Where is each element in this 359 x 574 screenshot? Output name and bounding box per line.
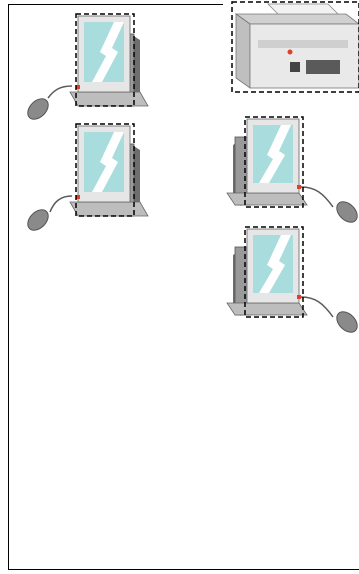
workstation-1-computer-icon[interactable]: [20, 10, 160, 125]
mouse-icon: [301, 297, 359, 336]
printer-1-printer-icon[interactable]: [228, 0, 359, 95]
printer-icon: [228, 0, 359, 95]
workstation-2-computer-icon[interactable]: [20, 120, 160, 235]
workstation-3-computer-icon[interactable]: [215, 115, 359, 225]
computer-icon: [20, 10, 160, 125]
canvas-top-border: [8, 4, 223, 5]
canvas-left-border: [8, 4, 9, 570]
computer-icon: [215, 115, 359, 225]
workstation-4-computer-icon[interactable]: [215, 225, 359, 335]
computer-icon: [20, 120, 160, 235]
mouse-icon: [24, 86, 72, 123]
mouse-icon: [24, 196, 72, 234]
mouse-icon: [301, 187, 359, 226]
computer-icon: [215, 225, 359, 335]
canvas-bottom-border: [8, 569, 359, 570]
